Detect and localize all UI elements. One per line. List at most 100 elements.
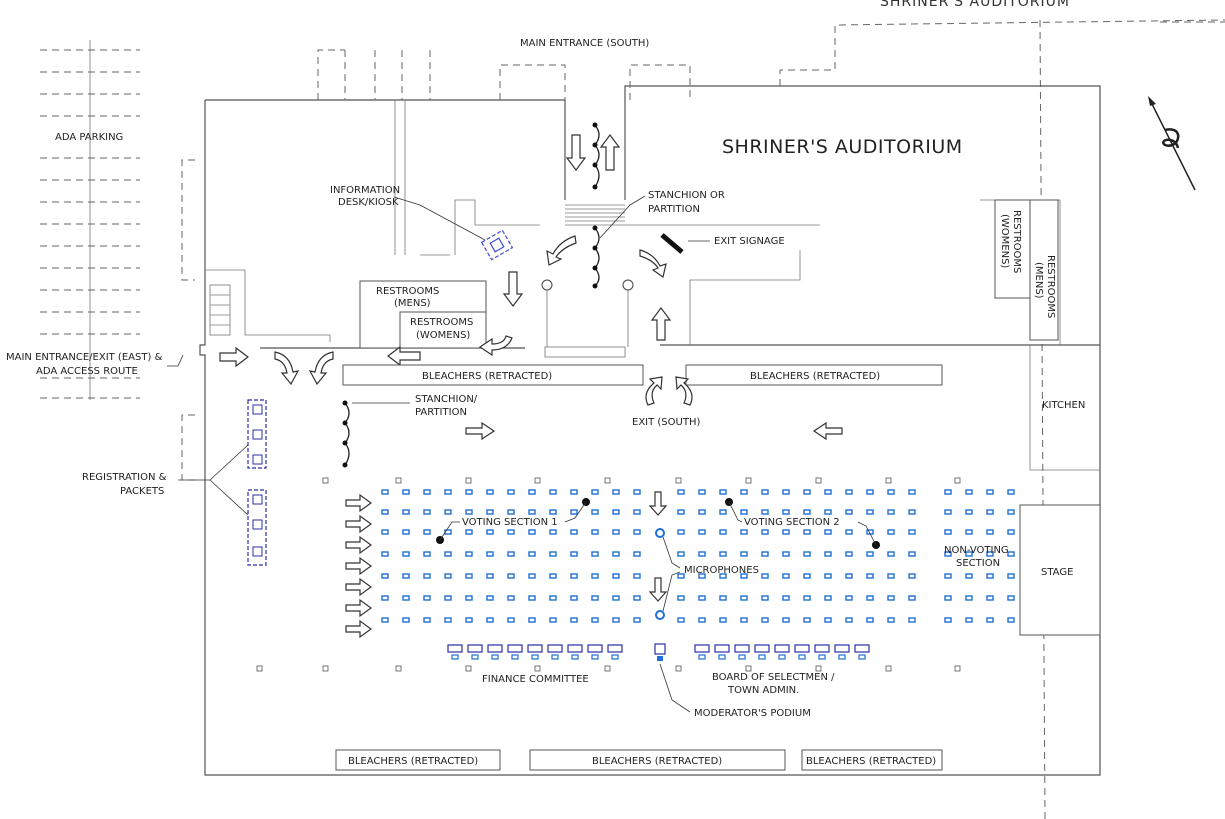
chair-icon bbox=[381, 617, 389, 623]
chair-icon bbox=[824, 617, 832, 623]
table-seat bbox=[607, 644, 623, 660]
chair-icon bbox=[402, 595, 410, 601]
chair-icon bbox=[719, 551, 727, 557]
chair-icon bbox=[803, 529, 811, 535]
chair-icon bbox=[444, 489, 452, 495]
chair-icon bbox=[402, 617, 410, 623]
stanchion-middle bbox=[592, 225, 600, 289]
chair-icon bbox=[803, 617, 811, 623]
seating-entry-arrows bbox=[345, 493, 373, 639]
direction-arrow-icon-aisle-1 bbox=[648, 491, 668, 516]
chair-icon bbox=[845, 551, 853, 557]
chair-icon bbox=[761, 551, 769, 557]
chair-icon bbox=[944, 617, 952, 623]
chair-icon bbox=[612, 595, 620, 601]
chair-icon bbox=[677, 509, 685, 515]
chair-icon bbox=[824, 529, 832, 535]
column bbox=[675, 477, 682, 484]
chair-icon bbox=[887, 595, 895, 601]
chair-icon bbox=[507, 551, 515, 557]
chair-icon bbox=[986, 595, 994, 601]
non-voting-label-1: NON-VOTING bbox=[944, 545, 1009, 556]
chair-icon bbox=[986, 529, 994, 535]
chair-icon bbox=[824, 509, 832, 515]
chair-icon bbox=[698, 551, 706, 557]
direction-arrow-icon-aisle-2 bbox=[648, 577, 668, 602]
board-label-1: BOARD OF SELECTMEN / bbox=[712, 672, 835, 683]
chair-icon bbox=[782, 551, 790, 557]
non-voting-label-2: SECTION bbox=[956, 558, 1000, 569]
chair-icon bbox=[677, 617, 685, 623]
chair-icon bbox=[740, 595, 748, 601]
chair-icon bbox=[803, 573, 811, 579]
column bbox=[534, 665, 541, 672]
column bbox=[675, 665, 682, 672]
chair-icon bbox=[465, 509, 473, 515]
chair-icon bbox=[528, 529, 536, 535]
chair-icon bbox=[402, 529, 410, 535]
moderator-podium bbox=[654, 643, 666, 655]
chair-icon bbox=[1007, 551, 1015, 557]
chair-icon bbox=[381, 489, 389, 495]
chair-icon bbox=[719, 595, 727, 601]
chair-icon bbox=[845, 573, 853, 579]
bleachers-bottom-left bbox=[335, 749, 501, 771]
chair-icon bbox=[1007, 595, 1015, 601]
bleachers-top-right-label: BLEACHERS (RETRACTED) bbox=[750, 371, 880, 382]
direction-arrow-icon-right-floor bbox=[465, 421, 496, 441]
chair-icon bbox=[423, 617, 431, 623]
chair-icon bbox=[944, 551, 952, 557]
column bbox=[885, 665, 892, 672]
table-seat bbox=[854, 644, 870, 660]
direction-arrow-icon-exit-south-1 bbox=[645, 376, 663, 406]
chair-icon bbox=[633, 573, 641, 579]
chair-icon bbox=[465, 551, 473, 557]
column bbox=[815, 665, 822, 672]
chair-icon bbox=[803, 551, 811, 557]
stage-label: STAGE bbox=[1041, 567, 1073, 578]
table-seat bbox=[714, 644, 730, 660]
stanchion-left-label-1: STANCHION/ bbox=[415, 394, 478, 405]
chair-icon bbox=[423, 595, 431, 601]
table-seat bbox=[447, 644, 463, 660]
direction-arrow-icon-left-hall bbox=[387, 345, 421, 367]
chair-icon bbox=[486, 489, 494, 495]
table-seat bbox=[567, 644, 583, 660]
direction-arrow-icon-up-mid bbox=[650, 307, 672, 341]
chair-icon bbox=[633, 617, 641, 623]
column bbox=[604, 665, 611, 672]
bleachers-bottom-left-label: BLEACHERS (RETRACTED) bbox=[348, 756, 478, 767]
chair-icon bbox=[782, 573, 790, 579]
chair-icon bbox=[866, 509, 874, 515]
chair-icon bbox=[381, 551, 389, 557]
column bbox=[395, 477, 402, 484]
east-stairs bbox=[209, 284, 231, 336]
chair-icon bbox=[633, 509, 641, 515]
chair-icon bbox=[591, 489, 599, 495]
bleachers-bottom-right bbox=[801, 749, 943, 771]
column bbox=[815, 477, 822, 484]
direction-arrow-icon-curve-bleacher bbox=[478, 335, 513, 357]
chair-icon bbox=[486, 551, 494, 557]
chair-icon bbox=[570, 573, 578, 579]
bleachers-bottom-center-label: BLEACHERS (RETRACTED) bbox=[592, 756, 722, 767]
chair-icon bbox=[444, 617, 452, 623]
chair-icon bbox=[698, 573, 706, 579]
chair-icon bbox=[740, 489, 748, 495]
chair-icon bbox=[740, 617, 748, 623]
registration-tables bbox=[247, 399, 267, 566]
restroom-mens-label-2: (MENS) bbox=[394, 298, 431, 309]
chair-icon bbox=[698, 489, 706, 495]
entrance-stairs bbox=[565, 204, 625, 222]
stanchion-top-label-2: PARTITION bbox=[648, 204, 700, 215]
chair-icon bbox=[444, 551, 452, 557]
chair-icon bbox=[612, 529, 620, 535]
direction-arrow-icon-entrance-up bbox=[599, 134, 621, 171]
columns bbox=[256, 477, 961, 672]
restroom-womens bbox=[399, 311, 487, 349]
chair-icon bbox=[507, 617, 515, 623]
stanchion-left-label-2: PARTITION bbox=[415, 407, 467, 418]
exit-signage-label: EXIT SIGNAGE bbox=[714, 236, 785, 247]
table-seat bbox=[547, 644, 563, 660]
chair-icon bbox=[591, 551, 599, 557]
